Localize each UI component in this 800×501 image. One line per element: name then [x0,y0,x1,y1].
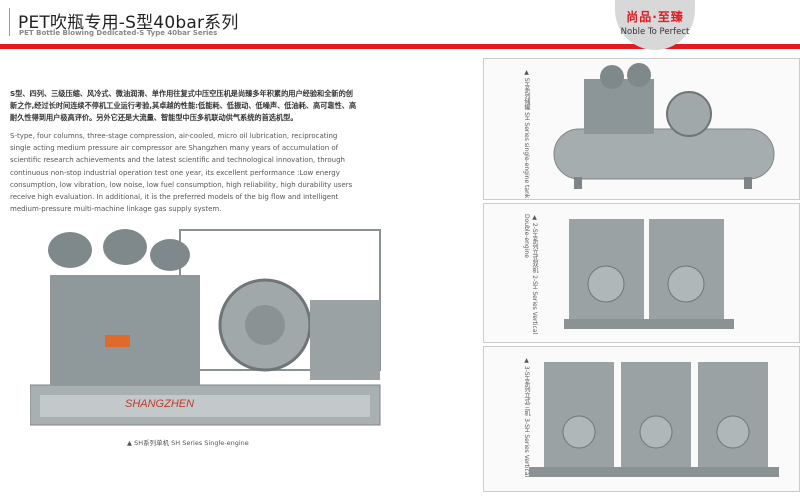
page-title: PET吹瓶专用-S型40bar系列 [18,13,239,33]
slogan-badge: 尚品·至臻 Noble To Perfect [615,0,695,50]
intro-cn: S型、四列、三级压缩、风冷式、微油润滑、单作用往复式中压空压机是尚臻多年积累的用… [10,89,357,122]
single-engine-compressor-image: SHANGZHEN [30,229,381,426]
slogan-cn: 尚品·至臻 [626,10,684,24]
slogan-en: Noble To Perfect [620,27,690,37]
panel-triple: ▲ 3-SH系列立式三机 3-SH Series Vertical [483,346,800,492]
page-subtitle: PET Bottle Blowing Dedicated-S Type 40ba… [19,29,218,37]
header-rule [0,44,800,49]
tank-compressor-image [553,63,775,189]
double-compressor-image [564,219,734,329]
header-divider [9,8,10,36]
brand-logo: SHANGZHEN [125,398,194,410]
panel-tank: ▲ SH系列储罐 SH Series single-engine tank [483,58,800,200]
panel-caption: ▲ SH系列储罐 SH Series single-engine tank [523,69,530,199]
main-caption: ▲ SH系列单机 SH Series Single-engine [127,439,249,447]
panel-double: ▲ 2-SH系列立式双机 2-SH Series Vertical Double… [483,203,800,343]
triple-compressor-image [529,362,779,477]
panel-caption: ▲ 3-SH系列立式三机 3-SH Series Vertical [523,357,530,478]
intro-en: S-type, four columns, three-stage compre… [10,132,353,214]
panel-caption: ▲ 2-SH系列立式双机 2-SH Series Vertical Double… [523,214,538,335]
